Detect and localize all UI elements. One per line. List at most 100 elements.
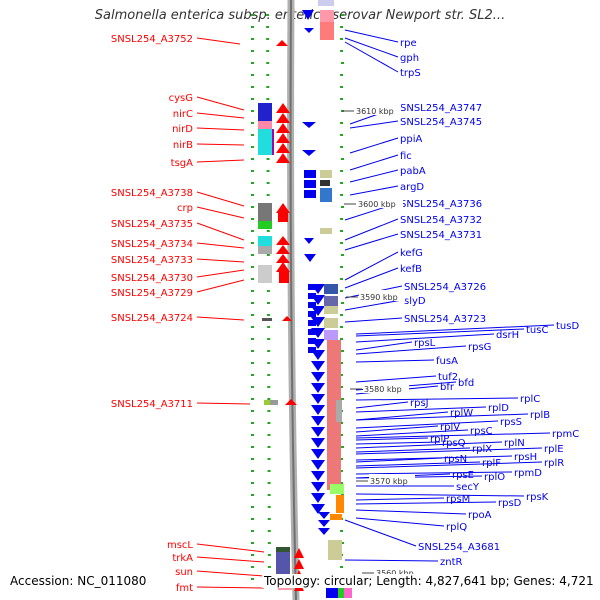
- forward-gene-arrow: [311, 482, 325, 492]
- kbp-label: 3600 kbp: [358, 200, 396, 209]
- right-leader-line: [344, 251, 399, 281]
- right-gene-label: kefB: [400, 264, 422, 275]
- right-gene-label: rpsS: [500, 417, 522, 428]
- tick-left: [251, 254, 254, 256]
- left-leader-line: [196, 112, 245, 119]
- tick-right: [340, 434, 343, 436]
- tick-left-inner: [267, 530, 271, 532]
- reverse-gene-arrow: [276, 133, 290, 143]
- gene-block: [258, 129, 272, 155]
- left-gene-label: fmt: [176, 583, 193, 594]
- tick-right: [340, 194, 343, 196]
- tick-right: [340, 122, 343, 124]
- tick-left-inner: [267, 338, 271, 340]
- left-leader-line: [196, 279, 245, 293]
- tick-right: [340, 218, 343, 220]
- right-gene-label: SNSL254_A3726: [404, 282, 486, 293]
- tick-left-inner: [266, 74, 270, 76]
- left-leader-line: [196, 258, 245, 263]
- right-gene-label: tuf2: [438, 372, 458, 383]
- reverse-gene-arrow: [294, 559, 304, 569]
- gene-block: [330, 484, 344, 494]
- tick-right: [340, 98, 343, 100]
- right-gene-label: rpmC: [552, 429, 579, 440]
- left-gene-label: SNSL254_A3724: [111, 313, 193, 324]
- forward-gene-arrow: [318, 512, 330, 519]
- left-gene-label: SNSL254_A3734: [111, 239, 193, 250]
- right-leader-line: [355, 461, 543, 469]
- forward-gene-arrow: [318, 528, 330, 535]
- gene-block: [336, 495, 344, 513]
- left-gene-label: SNSL254_A3738: [111, 188, 193, 199]
- tick-left-inner: [266, 158, 270, 160]
- right-gene-label: rpsL: [414, 338, 436, 349]
- right-leader-line: [355, 333, 495, 343]
- gene-features: [258, 0, 352, 598]
- tick-right: [341, 14, 344, 16]
- gene-block: [320, 10, 334, 22]
- gene-block: [344, 588, 352, 598]
- tick-left: [251, 302, 254, 304]
- right-gene-label: rplN: [504, 438, 525, 449]
- forward-gene-arrow: [311, 438, 325, 448]
- right-gene-label: rpsD: [498, 498, 522, 509]
- right-gene-label: rplO: [484, 472, 505, 483]
- tick-left-inner: [267, 314, 271, 316]
- tick-left-inner: [266, 230, 270, 232]
- tick-left: [251, 146, 254, 148]
- right-leader-line: [349, 185, 399, 196]
- right-gene-label: rplX: [472, 444, 492, 455]
- left-leader-line: [196, 206, 245, 219]
- gene-block: [258, 246, 272, 254]
- right-leader-line: [344, 299, 403, 311]
- tick-left-inner: [266, 50, 270, 52]
- gene-block: [308, 347, 316, 353]
- tick-right: [340, 530, 343, 532]
- tick-left-inner: [267, 494, 271, 496]
- right-leader-line: [355, 447, 471, 453]
- kbp-label: 3580 kbp: [364, 385, 402, 394]
- right-gene-label: pabA: [400, 166, 426, 177]
- forward-gene-arrow: [302, 10, 314, 20]
- left-leader-line: [196, 570, 265, 577]
- right-leader-line: [355, 447, 543, 455]
- tick-left-inner: [266, 254, 270, 256]
- right-gene-label: rpmD: [514, 468, 542, 479]
- tick-left-inner: [267, 518, 271, 520]
- tick-left-inner: [267, 302, 271, 304]
- kbp-label-bg: [363, 382, 409, 393]
- left-gene-label: SNSL254_A3729: [111, 288, 193, 299]
- gene-block: [338, 588, 344, 598]
- right-gene-label: rplB: [530, 410, 550, 421]
- left-leader-line: [196, 37, 241, 45]
- tick-left: [251, 578, 254, 580]
- reverse-gene-arrow: [276, 123, 290, 133]
- right-gene-label: rpsJ: [410, 398, 429, 409]
- gene-block: [258, 236, 272, 246]
- gene-block: [258, 121, 272, 129]
- gene-block: [336, 400, 342, 422]
- left-gene-label: cysG: [169, 93, 193, 104]
- gene-block: [270, 400, 278, 405]
- tick-left-inner: [266, 98, 270, 100]
- right-gene-label: rplF: [482, 458, 501, 469]
- left-gene-label: nirB: [173, 140, 193, 151]
- left-gene-label: trkA: [172, 553, 193, 564]
- tick-left-inner: [266, 14, 270, 16]
- tick-right: [340, 458, 343, 460]
- right-leader-line: [355, 406, 487, 413]
- right-gene-label: SNSL254_A3681: [418, 542, 500, 553]
- right-leader-line: [355, 501, 497, 505]
- tick-left: [251, 314, 254, 316]
- tick-left: [251, 518, 254, 520]
- left-leader-line: [196, 242, 245, 249]
- left-leader-line: [196, 586, 265, 589]
- right-leader-line: [344, 317, 403, 323]
- gene-block: [308, 329, 316, 335]
- reverse-gene-arrow: [294, 548, 304, 558]
- tick-right: [340, 374, 343, 376]
- tick-left-inner: [266, 170, 270, 172]
- reverse-gene-arrow: [285, 399, 297, 405]
- tick-left: [251, 74, 254, 76]
- right-leader-line: [355, 345, 467, 355]
